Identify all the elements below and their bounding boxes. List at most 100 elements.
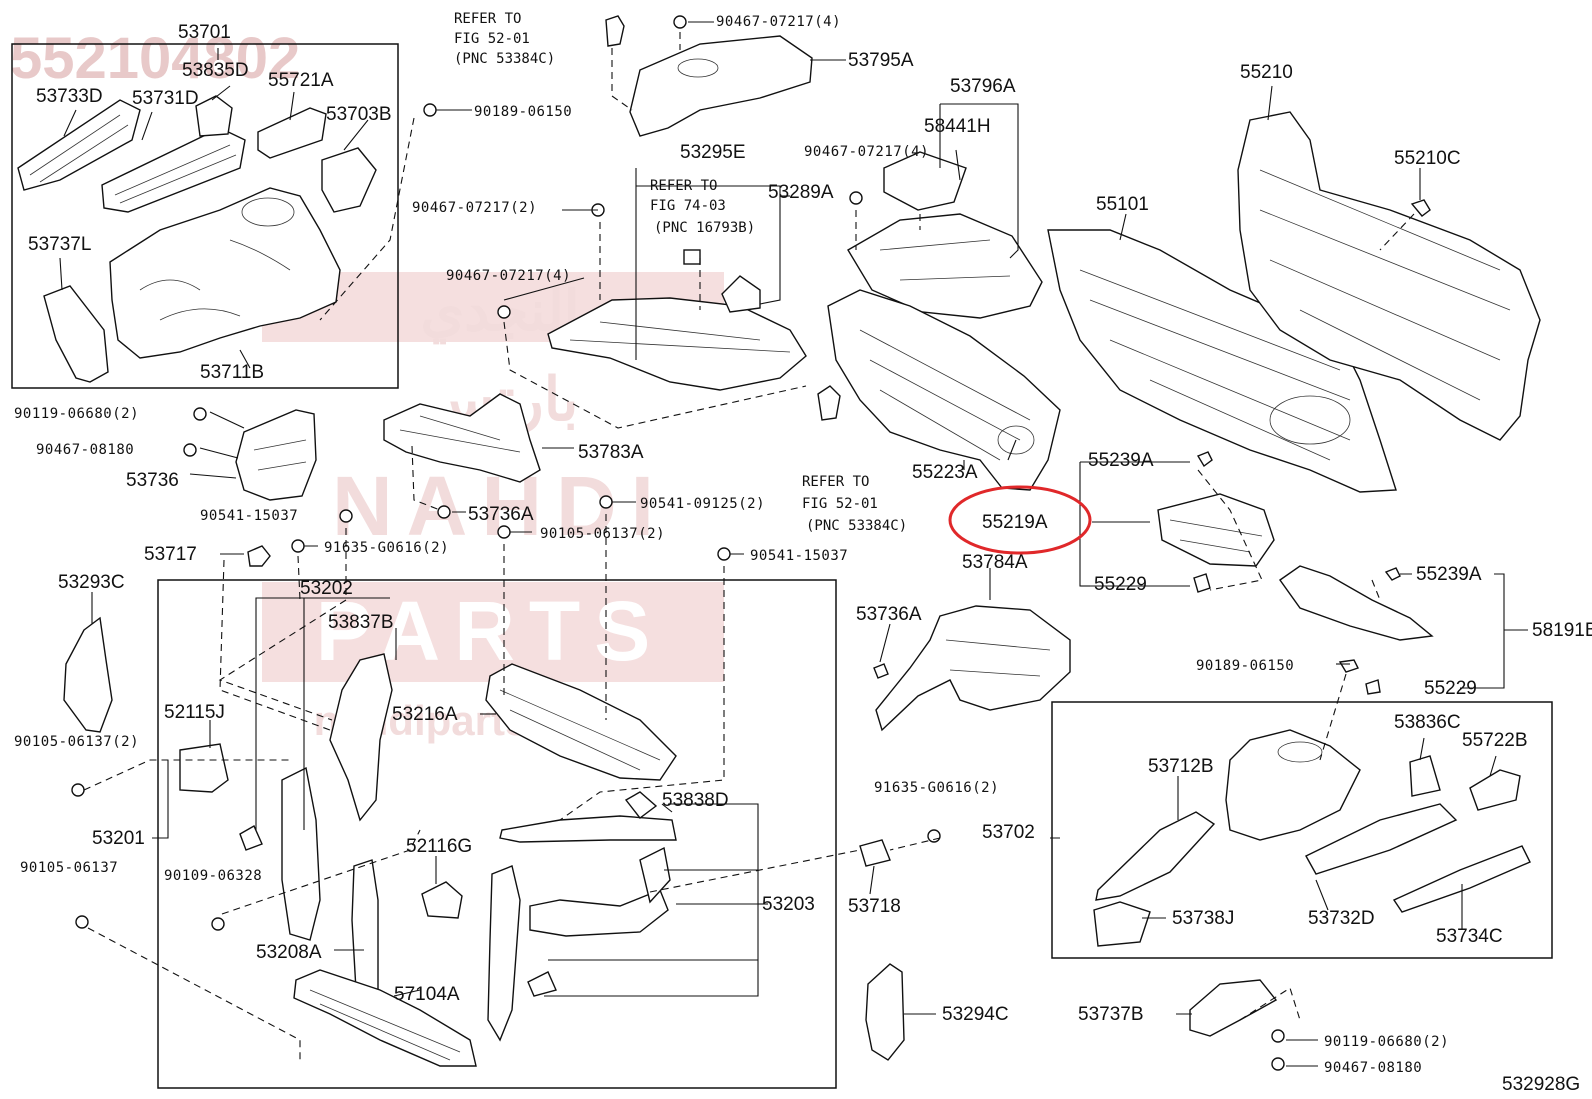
label-53836C: 53836C xyxy=(1394,712,1461,733)
part-55722B xyxy=(1469,769,1521,811)
label-55239A-1: 55239A xyxy=(1088,450,1154,471)
label-90119-06680-2-a: 90119-06680(2) xyxy=(14,406,139,422)
label-53737B: 53737B xyxy=(1078,1004,1144,1025)
label-53736A-1: 53736A xyxy=(468,504,534,525)
bolt-90105a-top xyxy=(497,525,511,539)
figure-code: 532928G xyxy=(1502,1074,1580,1095)
refer-2-line-2: FIG 74-03 xyxy=(650,198,726,214)
label-90467-07217-4-b: 90467-07217(4) xyxy=(446,268,571,284)
label-53712B: 53712B xyxy=(1148,756,1214,777)
label-90189-06150-b: 90189-06150 xyxy=(1196,658,1294,674)
label-55721A: 55721A xyxy=(268,70,334,91)
bolt-90189a xyxy=(423,103,437,117)
label-55239A-2: 55239A xyxy=(1416,564,1482,585)
label-53838D: 53838D xyxy=(662,790,729,811)
label-53294C: 53294C xyxy=(942,1004,1009,1025)
label-53736A-2: 53736A xyxy=(856,604,922,625)
clip-55239A-1 xyxy=(1196,451,1213,468)
label-53738J: 53738J xyxy=(1172,908,1234,929)
label-58441H: 58441H xyxy=(924,116,991,137)
label-53717: 53717 xyxy=(144,544,197,565)
refer-3-line-3: (PNC 53384C) xyxy=(806,518,907,534)
label-90467-08180-a: 90467-08180 xyxy=(36,442,134,458)
part-53734C xyxy=(1392,845,1531,913)
leader-lines xyxy=(59,21,1528,1067)
label-53837B: 53837B xyxy=(328,612,394,633)
part-53784A xyxy=(875,605,1071,732)
part-53838D xyxy=(624,791,658,819)
label-55219A: 55219A xyxy=(982,512,1048,533)
label-55210: 55210 xyxy=(1240,62,1293,83)
bolt-90467d xyxy=(849,191,863,205)
part-53295E xyxy=(547,297,807,391)
refer-note-2: REFER TO FIG 74-03 (PNC 16793B) xyxy=(650,178,755,236)
label-90105-06137-2-a: 90105-06137(2) xyxy=(540,526,665,542)
part-drawings xyxy=(17,15,1541,1071)
label-53208A: 53208A xyxy=(256,942,322,963)
watermark-brand-1: NAHDI xyxy=(332,459,668,553)
label-57104A: 57104A xyxy=(394,984,460,1005)
label-55223A: 55223A xyxy=(912,462,978,483)
part-53216A xyxy=(485,663,677,781)
part-55721A xyxy=(257,107,327,159)
part-52116G xyxy=(421,881,463,919)
label-55722B: 55722B xyxy=(1462,730,1528,751)
label-53733D: 53733D xyxy=(36,86,103,107)
clip-55229-2 xyxy=(1365,679,1381,695)
clip-a xyxy=(605,15,625,47)
part-53203-upper xyxy=(499,815,677,843)
part-57104A-pillar xyxy=(487,865,521,1042)
clip-55239A-2 xyxy=(1384,567,1401,581)
bolt-90119a xyxy=(193,407,207,421)
part-53737B xyxy=(1189,979,1278,1037)
label-53295E: 53295E xyxy=(680,142,746,163)
label-53289A: 53289A xyxy=(768,182,834,203)
refer-1-line-2: FIG 52-01 xyxy=(454,31,530,47)
label-53783A: 53783A xyxy=(578,442,644,463)
part-53736 xyxy=(235,409,317,501)
part-53837B xyxy=(329,653,393,822)
label-53701: 53701 xyxy=(178,22,231,43)
part-52115J xyxy=(179,743,229,793)
part-53737L xyxy=(43,285,109,383)
part-53712B xyxy=(1095,811,1216,901)
label-53201: 53201 xyxy=(92,828,145,849)
part-53732D xyxy=(1305,803,1458,875)
bolt-90541a xyxy=(599,495,613,509)
clip-90109-a xyxy=(239,825,263,851)
refer-note-1: REFER TO FIG 52-01 (PNC 53384C) xyxy=(454,11,555,67)
part-55210 xyxy=(1237,111,1541,441)
label-53203: 53203 xyxy=(762,894,815,915)
label-53796A: 53796A xyxy=(950,76,1016,97)
part-53733D xyxy=(17,99,141,191)
part-53294C xyxy=(865,963,905,1061)
label-53732D: 53732D xyxy=(1308,908,1375,929)
label-53784A: 53784A xyxy=(962,552,1028,573)
part-53293C xyxy=(63,616,113,733)
bolt-90105a xyxy=(71,783,85,797)
part-55223A xyxy=(827,289,1061,491)
part-53718 xyxy=(859,839,891,867)
part-53289A xyxy=(721,275,761,313)
label-58191B: 58191B xyxy=(1532,620,1592,641)
part-53717 xyxy=(247,545,271,567)
part-55101 xyxy=(1047,229,1397,493)
bolt-91635b xyxy=(927,829,941,843)
bolt-90541c xyxy=(717,547,731,561)
label-90541-15037-a: 90541-15037 xyxy=(200,508,298,524)
bolt-53736A-1 xyxy=(437,505,451,519)
bolt-90109 xyxy=(211,917,225,931)
dashed-lines xyxy=(83,32,1415,1060)
highlight-ellipse xyxy=(948,485,1092,555)
refer-1-line-1: REFER TO xyxy=(454,11,521,27)
label-53737L: 53737L xyxy=(28,234,91,255)
part-53783A xyxy=(383,393,541,483)
bolt-90467c xyxy=(497,305,511,319)
bolt-90467e xyxy=(183,443,197,457)
label-90467-07217-2: 90467-07217(2) xyxy=(412,200,537,216)
label-53718: 53718 xyxy=(848,896,901,917)
label-53216A: 53216A xyxy=(392,704,458,725)
part-53203-foot xyxy=(527,971,557,997)
part-55219A xyxy=(1157,493,1275,567)
